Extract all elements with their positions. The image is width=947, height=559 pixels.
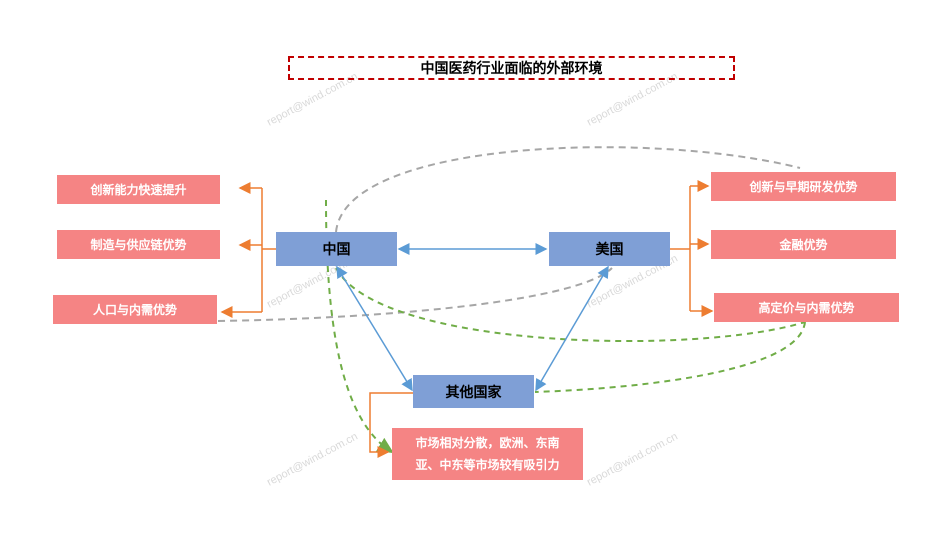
arrow-china-others: [336, 265, 413, 392]
other-countries-line-2: 亚、中东等市场较有吸引力: [415, 458, 560, 472]
arrow-usa-others: [535, 265, 609, 392]
page-title: 中国医药行业面临的外部环境: [288, 56, 735, 80]
usa-advantage-innovation: 创新与早期研发优势: [711, 172, 896, 201]
usa-advantage-pricing: 高定价与内需优势: [714, 293, 899, 322]
other-countries-line-1: 市场相对分散，欧洲、东南: [415, 436, 560, 450]
other-countries-description: 市场相对分散，欧洲、东南 亚、中东等市场较有吸引力: [392, 428, 583, 480]
china-advantage-population: 人口与内需优势: [53, 295, 217, 324]
usa-advantage-finance: 金融优势: [711, 230, 896, 259]
gray-dashed-link-usa-to-population: [217, 267, 613, 322]
orange-bracket-china: [261, 188, 276, 312]
china-advantage-manufacturing: 制造与供应链优势: [57, 230, 220, 259]
orange-bracket-others: [369, 392, 413, 458]
orange-bracket-usa: [670, 186, 691, 311]
node-china: 中国: [276, 232, 397, 266]
china-advantage-innovation: 创新能力快速提升: [57, 175, 220, 204]
green-dashed-pricing-to-others: [534, 321, 806, 393]
node-usa: 美国: [549, 232, 670, 266]
gray-dashed-arc-top: [335, 146, 801, 233]
node-other-countries: 其他国家: [413, 375, 534, 408]
